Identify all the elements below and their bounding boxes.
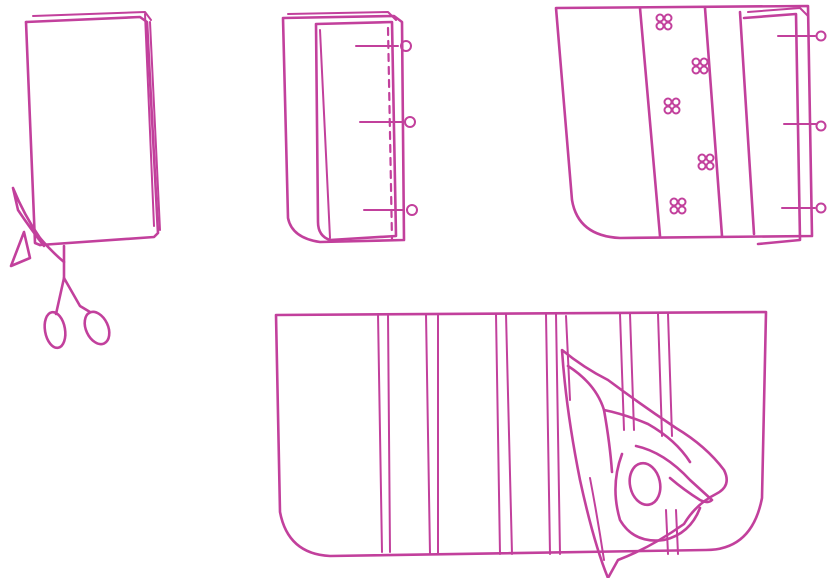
flower-motif-icon: [657, 15, 672, 30]
fabric-panel-icon: [276, 312, 766, 556]
iron-icon: [562, 350, 727, 578]
pin-icon: [778, 32, 826, 41]
step-1-cut-fabric: [11, 12, 160, 349]
pin-icon: [784, 122, 826, 131]
flower-motif-icon: [693, 59, 708, 74]
pin-icon: [782, 204, 826, 213]
step-4-press-seams: [276, 312, 766, 578]
scissors-icon: [11, 188, 114, 349]
pin-icon: [360, 117, 415, 127]
flower-motif-icon: [665, 99, 680, 114]
fabric-panel-icon: [26, 12, 160, 245]
flower-motif-icon: [671, 199, 686, 214]
flower-motif-icon: [699, 155, 714, 170]
step-3-attach-band: [556, 6, 826, 244]
step-2-pin-edge: [283, 12, 417, 242]
ink-layer: [11, 6, 826, 578]
